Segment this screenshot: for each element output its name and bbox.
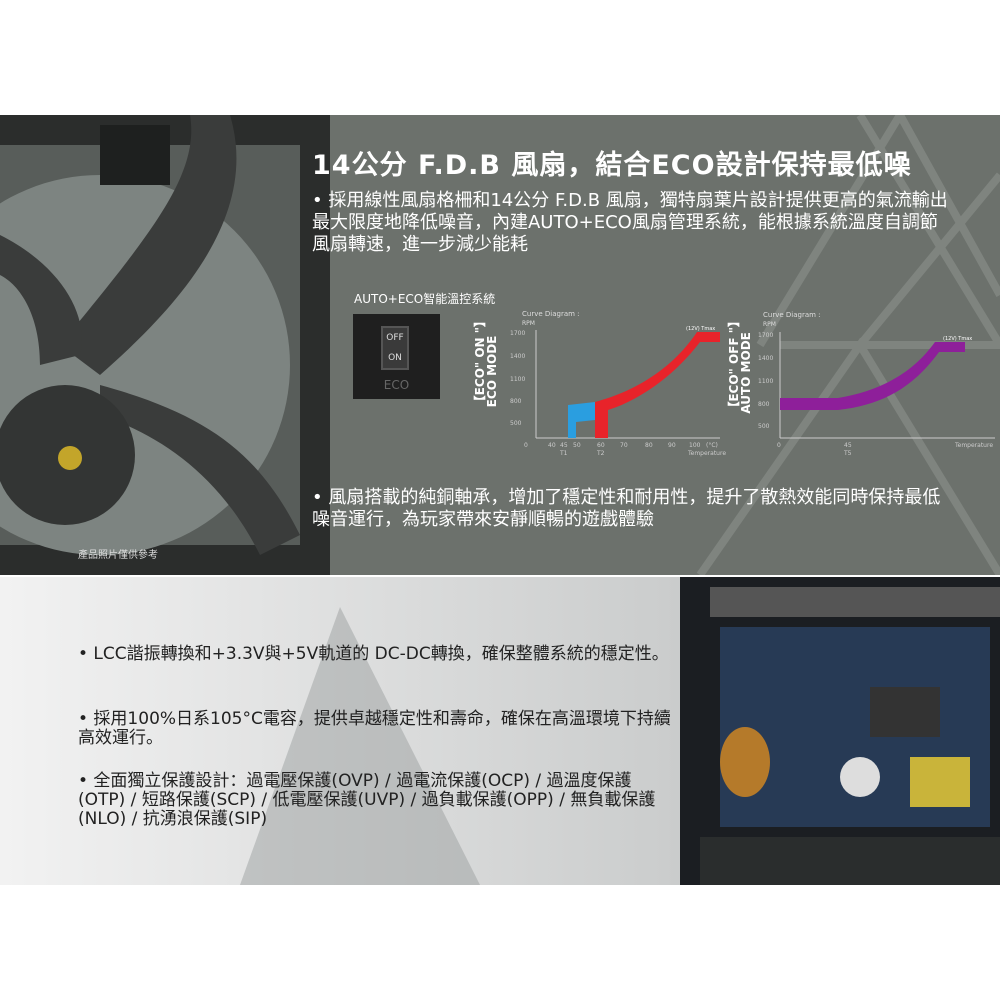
y-tick: 1700 <box>758 332 773 339</box>
y-tick: 800 <box>758 401 770 408</box>
y-label: RPM <box>763 321 776 328</box>
x-tick: 0 <box>524 442 528 449</box>
chart-title: Curve Diagram : <box>522 310 580 318</box>
auto-curve-band <box>780 342 965 410</box>
x-tick: 40 <box>548 442 556 449</box>
psu-internal-photo <box>680 577 1000 885</box>
switch-on-label: ON <box>388 353 402 363</box>
eco-off-label: 【ECO" OFF "】AUTO MODE <box>727 315 753 414</box>
t5-label: T5 <box>843 450 852 457</box>
y-tick: 1400 <box>510 353 525 360</box>
t2-label: T2 <box>596 450 605 457</box>
x-tick: 45 <box>844 442 852 449</box>
x-tick: 70 <box>620 442 628 449</box>
triangle-decoration <box>240 607 480 885</box>
x-label: Temperature <box>687 450 726 457</box>
y-tick: 1100 <box>510 376 525 383</box>
eco-curve-band <box>568 402 595 438</box>
chart-title: Curve Diagram : <box>763 311 821 319</box>
x-tick: 50 <box>573 442 581 449</box>
x-tick: 90 <box>668 442 676 449</box>
bearing-description: • 風扇搭載的純銅軸承，增加了穩定性和耐用性，提升了散熱效能同時保持最低噪音運行… <box>312 487 941 530</box>
page-heading: 14公分 F.D.B 風扇，結合ECO設計保持最低噪 <box>312 150 912 181</box>
y-tick: 1400 <box>758 355 773 362</box>
switch-eco-label: ECO <box>383 378 410 392</box>
auto-mode-chart: Curve Diagram : RPM 1700 1400 1100 800 5… <box>758 311 995 457</box>
y-label: RPM <box>522 320 535 327</box>
fan-feature-panel: 14公分 F.D.B 風扇，結合ECO設計保持最低噪 • 採用線性風扇格柵和14… <box>0 115 1000 575</box>
y-tick: 800 <box>510 398 522 405</box>
eco-switch-photo: OFF ON ECO <box>353 314 440 399</box>
x-tick: 60 <box>597 442 605 449</box>
tmax-label: (12V) Tmax <box>686 326 715 332</box>
y-tick: 500 <box>758 423 770 430</box>
fan-description: • 採用線性風扇格柵和14公分 F.D.B 風扇，獨特扇葉片設計提供更高的氣流輸… <box>312 190 948 255</box>
x-tick: 0 <box>777 442 781 449</box>
x-tick: 100 <box>689 442 701 449</box>
eco-on-label: 【ECO" ON "】ECO MODE <box>473 315 499 408</box>
eco-system-title: AUTO+ECO智能溫控系統 <box>354 292 496 306</box>
switch-off-label: OFF <box>386 333 404 343</box>
x-tick: 80 <box>645 442 653 449</box>
x-label: Temperature <box>954 442 993 449</box>
fan-mount-corner <box>100 125 170 185</box>
y-tick: 1100 <box>758 378 773 385</box>
eco-mode-chart: Curve Diagram : RPM 1700 1400 1100 800 5… <box>510 310 726 457</box>
temperature-curve-band <box>595 332 720 438</box>
feature-bullet: • 全面獨立保護設計：過電壓保護(OVP) / 過電流保護(OCP) / 過溫度… <box>78 771 656 829</box>
feature-bullet: • LCC諧振轉換和+3.3V與+5V軌道的 DC-DC轉換，確保整體系統的穩定… <box>78 644 669 664</box>
y-tick: 500 <box>510 420 522 427</box>
tmax-label: (12V) Tmax <box>943 336 972 342</box>
feature-bullet: • 採用100%日系105°C電容，提供卓越穩定性和壽命，確保在高溫環境下持續高… <box>78 709 671 748</box>
photo-disclaimer: 產品照片僅供參考 <box>78 550 158 561</box>
triangle-pattern <box>696 115 1000 575</box>
x-tick: 45 <box>560 442 568 449</box>
fan-photo <box>0 115 330 575</box>
x-tick: (°C) <box>706 442 718 449</box>
t1-label: T1 <box>559 450 568 457</box>
y-tick: 1700 <box>510 330 525 337</box>
